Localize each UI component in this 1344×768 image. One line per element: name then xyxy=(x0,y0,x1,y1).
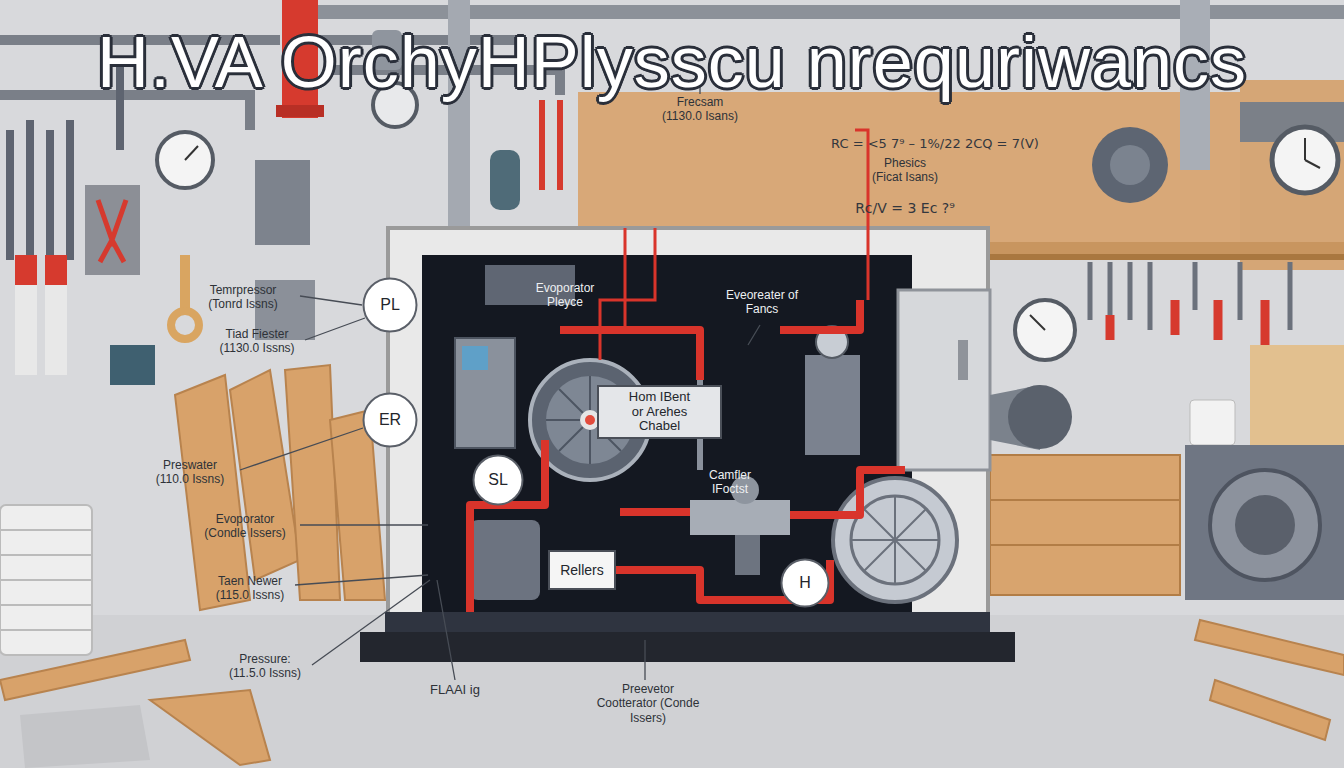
diagram-title: H.VA OrchyHPlysscu nrequriwancs xyxy=(0,26,1344,98)
cylinder-cap xyxy=(45,255,67,285)
drawer-lines xyxy=(990,500,1180,545)
floor xyxy=(0,615,1344,768)
callout-number: SL xyxy=(488,471,508,489)
callout-label: FLAAI ig xyxy=(405,682,505,698)
callout-label: Frecsam (1130.0 Isans) xyxy=(659,95,741,124)
callout-circle: ER xyxy=(362,392,418,448)
shelf xyxy=(955,242,1344,254)
wood-plank xyxy=(1210,680,1330,740)
blower-ring xyxy=(851,496,939,584)
wood-plank xyxy=(1195,620,1344,675)
fan-dot xyxy=(585,415,595,425)
wood-plank xyxy=(285,365,340,600)
circle-outline xyxy=(364,394,417,447)
motor-hub xyxy=(1110,145,1150,185)
part-name: Rellers xyxy=(560,562,604,578)
tank xyxy=(490,150,520,210)
wood-plank xyxy=(150,690,270,765)
gauge-needle xyxy=(185,146,198,160)
coil-drum xyxy=(0,505,92,655)
unit-base xyxy=(385,612,990,632)
callout-label: Preswater (110.0 Issns) xyxy=(146,458,234,487)
pressure-gauge xyxy=(1015,300,1075,360)
component-box: Rellers xyxy=(548,550,616,590)
tool-handles xyxy=(1110,300,1265,345)
component-box: Hom IBent or Arehes Chabel xyxy=(597,385,722,439)
callout-label: Temrpressor (Tonrd Issns) xyxy=(193,283,293,312)
shelf-edge xyxy=(955,254,1344,260)
wall-board xyxy=(1240,80,1344,270)
callout-label: Pressure: (11.5.0 Issns) xyxy=(221,652,309,681)
pipe-flange xyxy=(276,105,324,117)
callout-label: Phesics (Ficat Isans) xyxy=(870,156,940,185)
callout-label: Evoporator (Condle Issers) xyxy=(198,512,293,541)
motor-screen xyxy=(462,346,488,370)
motor xyxy=(1092,127,1168,203)
control-box xyxy=(110,345,155,385)
callout-circle: H xyxy=(780,558,830,608)
tools xyxy=(1090,262,1290,330)
tool-panel xyxy=(85,185,140,275)
meter-box xyxy=(255,160,310,245)
part-label: Eveoreater of Fancs xyxy=(725,288,800,317)
cabinet xyxy=(990,455,1180,595)
compressor xyxy=(470,520,540,600)
part-name: Hom IBent or Arehes Chabel xyxy=(623,390,696,435)
cabinet xyxy=(1250,345,1344,445)
callout-label: Tiad Fiester (1130.0 Issns) xyxy=(207,327,307,356)
coil-lines xyxy=(0,530,92,630)
wall-clock xyxy=(1272,127,1338,193)
cylinder xyxy=(15,275,37,375)
callout-number: H xyxy=(799,574,811,592)
formula-text: RC = <5 7⁹ – 1%/22 2CQ = 7(V) xyxy=(785,136,1085,152)
valve-stem xyxy=(735,535,760,575)
can xyxy=(1190,400,1235,445)
red-tube xyxy=(542,100,560,190)
motor-block xyxy=(455,338,515,448)
refrigerant-tube xyxy=(600,130,868,360)
callout-number: ER xyxy=(379,411,401,429)
fan-grille xyxy=(1210,470,1320,580)
clock-hands xyxy=(1305,138,1320,168)
blower-spokes xyxy=(851,496,939,584)
refrigerant-pipe xyxy=(470,300,905,612)
metal-sheet xyxy=(20,705,150,768)
callout-label: Preevetor Cootterator (Conde Issers) xyxy=(591,682,706,725)
panel-handle xyxy=(958,340,968,380)
cylinder xyxy=(45,275,67,375)
pressure-gauge xyxy=(157,132,213,188)
part-label: Evoporator Pleyce xyxy=(528,281,603,310)
blower-fan xyxy=(833,478,957,602)
wrench-head xyxy=(171,311,199,339)
circle-outline xyxy=(782,560,829,607)
gauge-needle xyxy=(1030,315,1045,330)
callout-circle: PL xyxy=(362,277,418,333)
component-block xyxy=(805,355,860,455)
part-label: Camfler IFoctst xyxy=(700,468,760,497)
callout-label: Taen Newer (115.0 Issns) xyxy=(205,574,295,603)
wrench xyxy=(180,255,190,312)
cylinder-cap xyxy=(15,255,37,285)
red-pliers xyxy=(98,200,126,262)
callout-circle: SL xyxy=(472,454,524,506)
circle-outline xyxy=(474,456,523,505)
callout-number: PL xyxy=(380,296,400,314)
valve-body xyxy=(690,500,790,535)
leader-line xyxy=(240,70,760,680)
nozzle-mouth xyxy=(1008,385,1072,449)
unit-plinth xyxy=(360,632,1015,662)
circle-outline xyxy=(364,279,417,332)
fan-unit xyxy=(1185,445,1344,600)
side-panel xyxy=(898,290,990,470)
fan-hub xyxy=(1235,495,1295,555)
formula-text: Rc/V = 3 Ec ?⁹ xyxy=(825,200,985,217)
